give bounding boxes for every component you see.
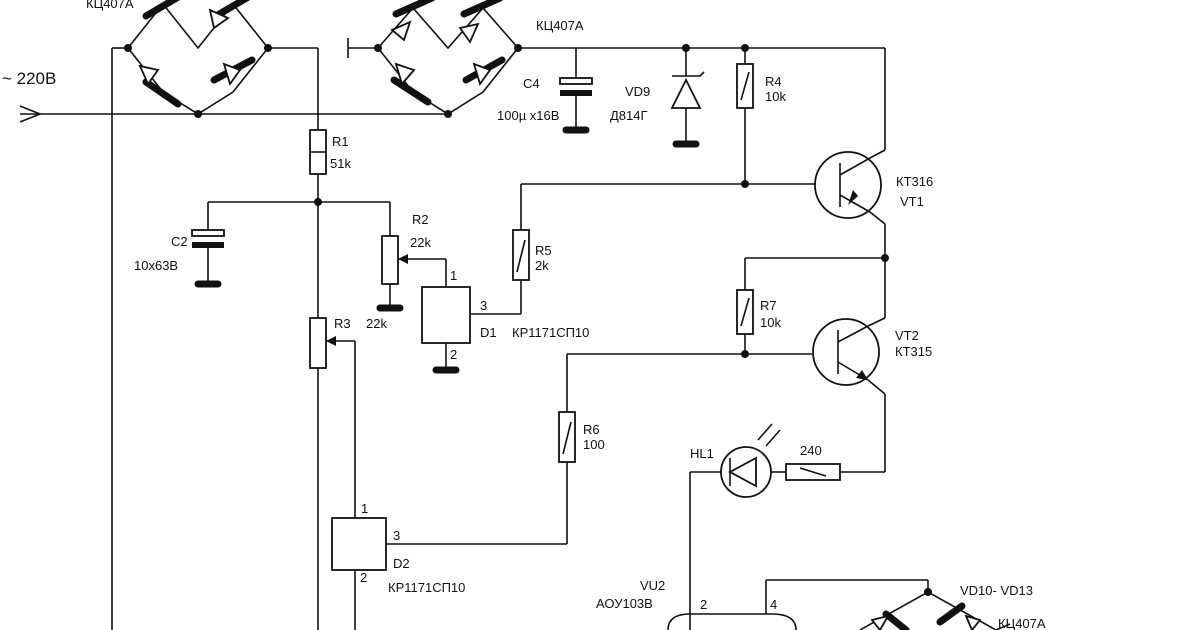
resistor-r6	[558, 411, 576, 544]
potentiometer-r3	[309, 202, 356, 630]
label-hl1-ref: HL1	[690, 446, 714, 461]
label-d1-ref: D1	[480, 325, 497, 340]
label-vd9-val: Д814Г	[610, 108, 648, 123]
resistor-r4	[736, 48, 754, 184]
label-d2-type: КР1171СП10	[388, 580, 465, 595]
label-r4-ref: R4	[765, 74, 782, 89]
label-r7-val: 10k	[760, 315, 781, 330]
potentiometer-r2	[376, 202, 447, 312]
resistor-r7	[736, 258, 754, 354]
label-vt1-ref: VT1	[900, 194, 924, 209]
label-d2-pin3: 3	[393, 528, 400, 543]
label-bridge3: КЦ407А	[998, 616, 1046, 630]
label-r5-ref: R5	[535, 243, 552, 258]
label-r2-val: 22k	[410, 235, 431, 250]
label-240: 240	[800, 443, 822, 458]
label-r2-ref: R2	[412, 212, 429, 227]
label-vd9-ref: VD9	[625, 84, 650, 99]
label-r4-val: 10k	[765, 89, 786, 104]
capacitor-c2	[191, 202, 225, 288]
label-vu2-type: АОУ103В	[596, 596, 653, 611]
diode-bridge-3	[859, 588, 1011, 630]
label-c4-ref: C4	[523, 76, 540, 91]
optocoupler-vu2	[667, 579, 929, 630]
label-vt1-type: КТ316	[896, 174, 933, 189]
label-vu2-pin2: 2	[700, 597, 707, 612]
transistor-vt1	[814, 149, 886, 225]
label-d2-pin2: 2	[360, 570, 367, 585]
label-r6-val: 100	[583, 437, 605, 452]
capacitor-c4	[559, 48, 593, 134]
diode-bridge-1	[124, 0, 272, 118]
resistor-r5	[512, 229, 530, 314]
label-d1-pin3: 3	[480, 298, 487, 313]
label-r3-val: 22k	[366, 316, 387, 331]
label-r5-val: 2k	[535, 258, 549, 273]
label-vd10-vd13: VD10- VD13	[960, 583, 1033, 598]
transistor-vt2	[812, 317, 886, 395]
label-vu2-ref: VU2	[640, 578, 665, 593]
label-d1-pin1: 1	[450, 268, 457, 283]
mains-input	[19, 47, 448, 630]
label-d1-pin2: 2	[450, 347, 457, 362]
resistor-r1	[309, 129, 327, 202]
label-mains: ~ 220В	[2, 69, 56, 88]
label-vt2-type: КТ315	[895, 344, 932, 359]
label-vt2-ref: VT2	[895, 328, 919, 343]
label-r3-ref: R3	[334, 316, 351, 331]
label-r7-ref: R7	[760, 298, 777, 313]
label-d1-type: КР1171СП10	[512, 325, 589, 340]
label-r1-ref: R1	[332, 134, 349, 149]
label-c4-val: 100µ x16В	[497, 108, 559, 123]
label-r6-ref: R6	[583, 422, 600, 437]
resistor-240	[785, 463, 885, 481]
label-c2-ref: C2	[171, 234, 188, 249]
label-r1-val: 51k	[330, 156, 351, 171]
diode-bridge-2	[374, 0, 522, 118]
zener-vd9	[670, 48, 705, 148]
label-bridge2: КЦ407А	[536, 18, 584, 33]
label-c2-val: 10x63В	[134, 258, 178, 273]
label-bridge1: КЦ407А	[86, 0, 134, 11]
label-d2-ref: D2	[393, 556, 410, 571]
led-hl1	[689, 423, 786, 630]
label-d2-pin1: 1	[361, 501, 368, 516]
label-vu2-pin4: 4	[770, 597, 777, 612]
ic-d2	[331, 517, 387, 630]
ic-d1	[421, 286, 521, 374]
